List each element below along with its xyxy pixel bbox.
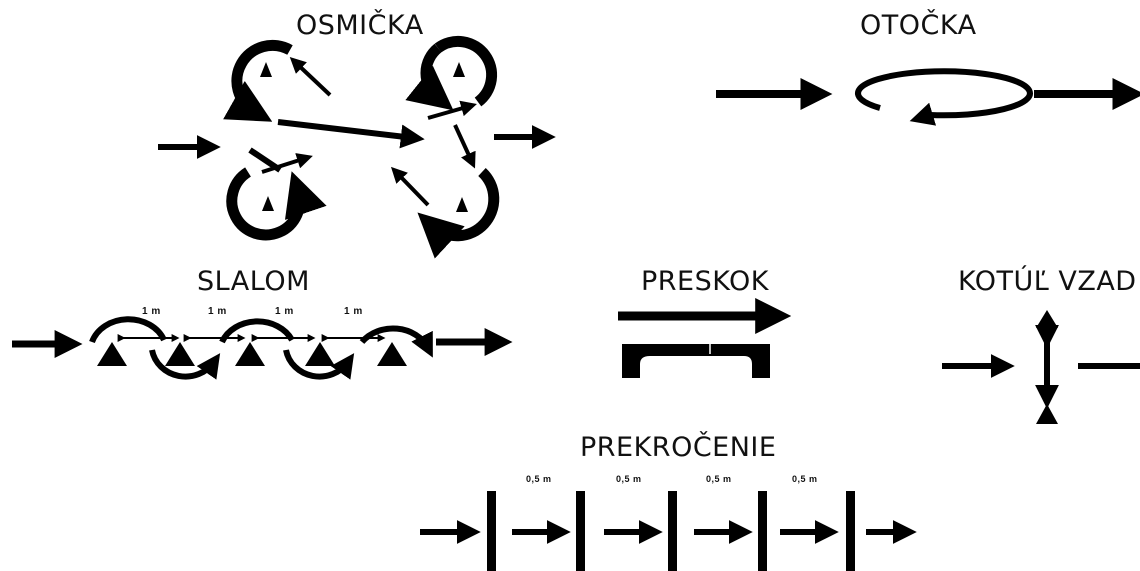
kotul-vzad-title: KOTÚĽ VZAD: [958, 266, 1137, 297]
kotul-vzad-diagram: [942, 324, 1140, 409]
barrier-post: [668, 491, 677, 571]
prekrocenie-distance-label: 0,5 m: [526, 474, 552, 484]
prekrocenie-diagram: [420, 491, 917, 571]
connector-arrow: [261, 153, 313, 174]
slalom-distance-label: 1 m: [208, 306, 227, 317]
loop-arrow: [223, 39, 293, 122]
preskok-diagram: [618, 298, 792, 378]
slalom-arc: [89, 316, 167, 344]
osmicka-diagram: [158, 35, 556, 259]
loop-arrow: [226, 167, 327, 241]
cone-marker: [1036, 310, 1058, 328]
connector-arrow: [453, 124, 476, 169]
prekrocenie-distance-label: 0,5 m: [706, 474, 732, 484]
prekrocenie-distance-label: 0,5 m: [792, 474, 818, 484]
loop-arrow: [405, 43, 454, 111]
loop-arrow: [434, 35, 498, 107]
cone-marker: [377, 342, 407, 366]
barrier-post: [758, 491, 767, 571]
slalom-distance-label: 1 m: [344, 306, 363, 317]
barrier-post: [846, 491, 855, 571]
cone-marker: [1036, 404, 1058, 424]
cone-marker: [305, 342, 335, 366]
barrier-post: [576, 491, 585, 571]
hurdle-icon: [622, 344, 770, 378]
cone-marker: [97, 342, 127, 366]
loop-arrow: [909, 102, 937, 126]
cone-marker: [165, 342, 195, 366]
cone-marker: [260, 62, 272, 77]
otocka-diagram: [716, 68, 1140, 126]
connector-arrow: [289, 57, 332, 97]
preskok-title: PRESKOK: [641, 266, 769, 297]
cone-marker: [456, 197, 468, 212]
loop-arrow: [417, 167, 500, 259]
cone-marker: [235, 342, 265, 366]
prekrocenie-distance-label: 0,5 m: [616, 474, 642, 484]
slalom-title: SLALOM: [197, 266, 310, 297]
slalom-arc: [283, 349, 355, 380]
slalom-arc: [149, 349, 221, 380]
otocka-title: OTOČKA: [860, 10, 977, 41]
slalom-distance-label: 1 m: [142, 306, 161, 317]
slalom-distance-label: 1 m: [275, 306, 294, 317]
connector-arrow: [390, 166, 430, 207]
barrier-post: [487, 491, 496, 571]
osmicka-title: OSMIČKA: [296, 10, 424, 41]
slalom-diagram: [12, 316, 513, 380]
slalom-arc: [219, 318, 295, 344]
loop-arrow: [854, 68, 1033, 119]
prekrocenie-title: PREKROČENIE: [580, 432, 777, 463]
connector-arrow: [277, 119, 425, 149]
cone-marker: [453, 62, 465, 77]
cone-marker: [262, 196, 274, 211]
connector-arrow: [427, 100, 477, 120]
